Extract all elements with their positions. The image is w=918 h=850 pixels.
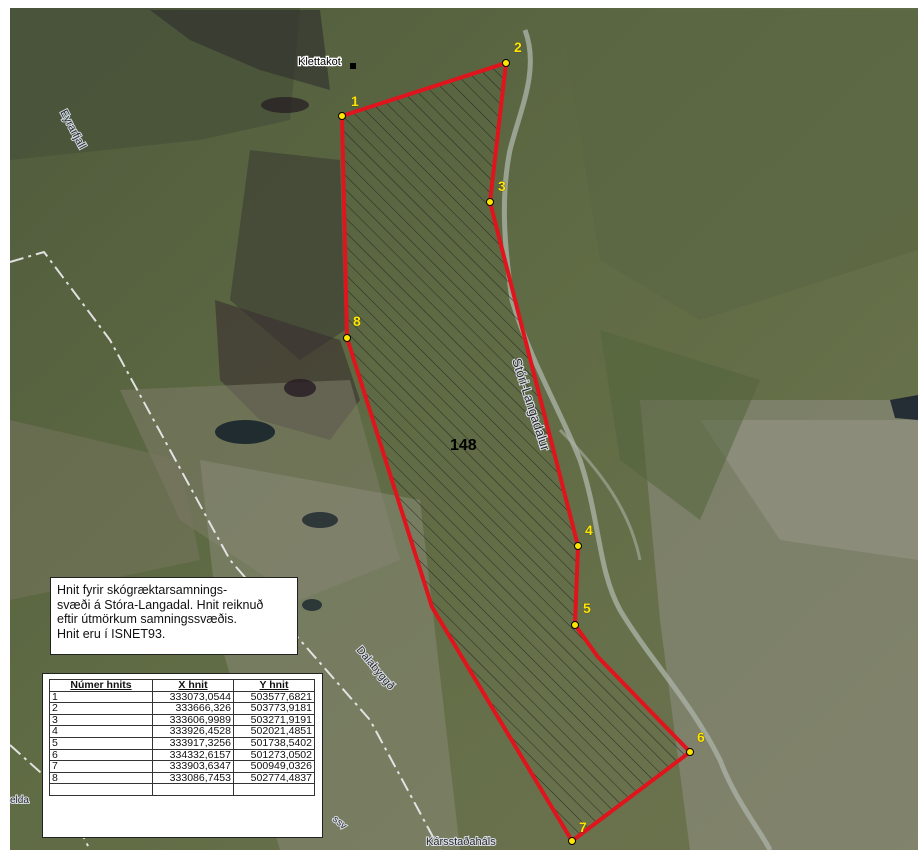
cell-point [49,783,153,796]
vertex-7-marker[interactable] [568,837,576,845]
vertex-7-label: 7 [579,819,587,835]
label-klettakot: Klettakot [298,56,341,68]
info-line: svæði á Stóra-Langadal. Hnit reiknuð [57,597,264,612]
cell-x: 333917,3256 [152,736,234,750]
river [501,29,773,850]
label-karsstadahals: Kársstaðaháls [426,836,496,848]
contract-area-hatch [342,63,690,841]
col-header-point-number: Númer hnits [49,679,153,692]
cell-point: 2 [49,702,153,715]
cell-x [152,783,234,796]
vertex-8-label: 8 [353,313,361,329]
cell-y: 503271,9191 [233,713,315,727]
cell-y: 501273,0502 [233,748,315,762]
vertex-8-marker[interactable] [343,334,351,342]
vertex-4-label: 4 [585,522,593,538]
vertex-1-marker[interactable] [338,112,346,120]
municipal-boundary-line [9,250,441,850]
cell-y [233,783,315,796]
info-line: Hnit eru í ISNET93. [57,626,166,641]
vertex-6-marker[interactable] [686,748,694,756]
cell-y: 502774,4837 [233,771,315,785]
vertex-3-marker[interactable] [486,198,494,206]
col-header-y: Y hnit [233,679,315,692]
cell-y: 502021,4851 [233,725,315,738]
cell-x: 333086,7453 [152,771,234,785]
info-note-box: Hnit fyrir skógræktarsamnings- svæði á S… [50,577,298,655]
info-line: Hnit fyrir skógræktarsamnings- [57,583,228,597]
cell-y: 501738,5402 [233,736,315,750]
vertex-2-marker[interactable] [502,59,510,67]
cell-point: 3 [49,713,153,727]
cell-y: 503773,9181 [233,702,315,715]
cell-x: 334332,6157 [152,748,234,762]
col-header-x: X hnit [152,679,234,692]
vertex-6-label: 6 [697,729,705,745]
cell-y: 500949,0326 [233,760,315,773]
label-edge-left: elda [10,795,29,806]
cell-x: 333666,326 [152,702,234,715]
area-number-label: 148 [450,437,477,454]
cell-x: 333606,9989 [152,713,234,727]
table-row [49,783,315,796]
cell-x: 333926,4528 [152,725,234,738]
cell-point: 8 [49,771,153,785]
cell-point: 5 [49,736,153,750]
cell-y: 503577,6821 [233,690,315,704]
vertex-4-marker[interactable] [574,542,582,550]
cell-point: 7 [49,760,153,773]
cell-point: 6 [49,748,153,762]
vertex-3-label: 3 [498,178,506,194]
table-header-row: Númer hnits X hnit Y hnit [49,679,315,692]
vertex-2-label: 2 [514,39,522,55]
contract-area-boundary[interactable] [340,61,692,843]
cell-x: 333073,0544 [152,690,234,704]
cell-point: 1 [49,690,153,704]
cell-x: 333903,6347 [152,760,234,773]
farm-marker-icon [350,63,356,69]
vertex-5-marker[interactable] [571,621,579,629]
vertex-1-label: 1 [351,93,359,109]
vertex-points [338,59,694,845]
info-line: eftir útmörkum samningssvæðis. [57,612,237,626]
cell-point: 4 [49,725,153,738]
vertex-5-label: 5 [583,600,591,616]
